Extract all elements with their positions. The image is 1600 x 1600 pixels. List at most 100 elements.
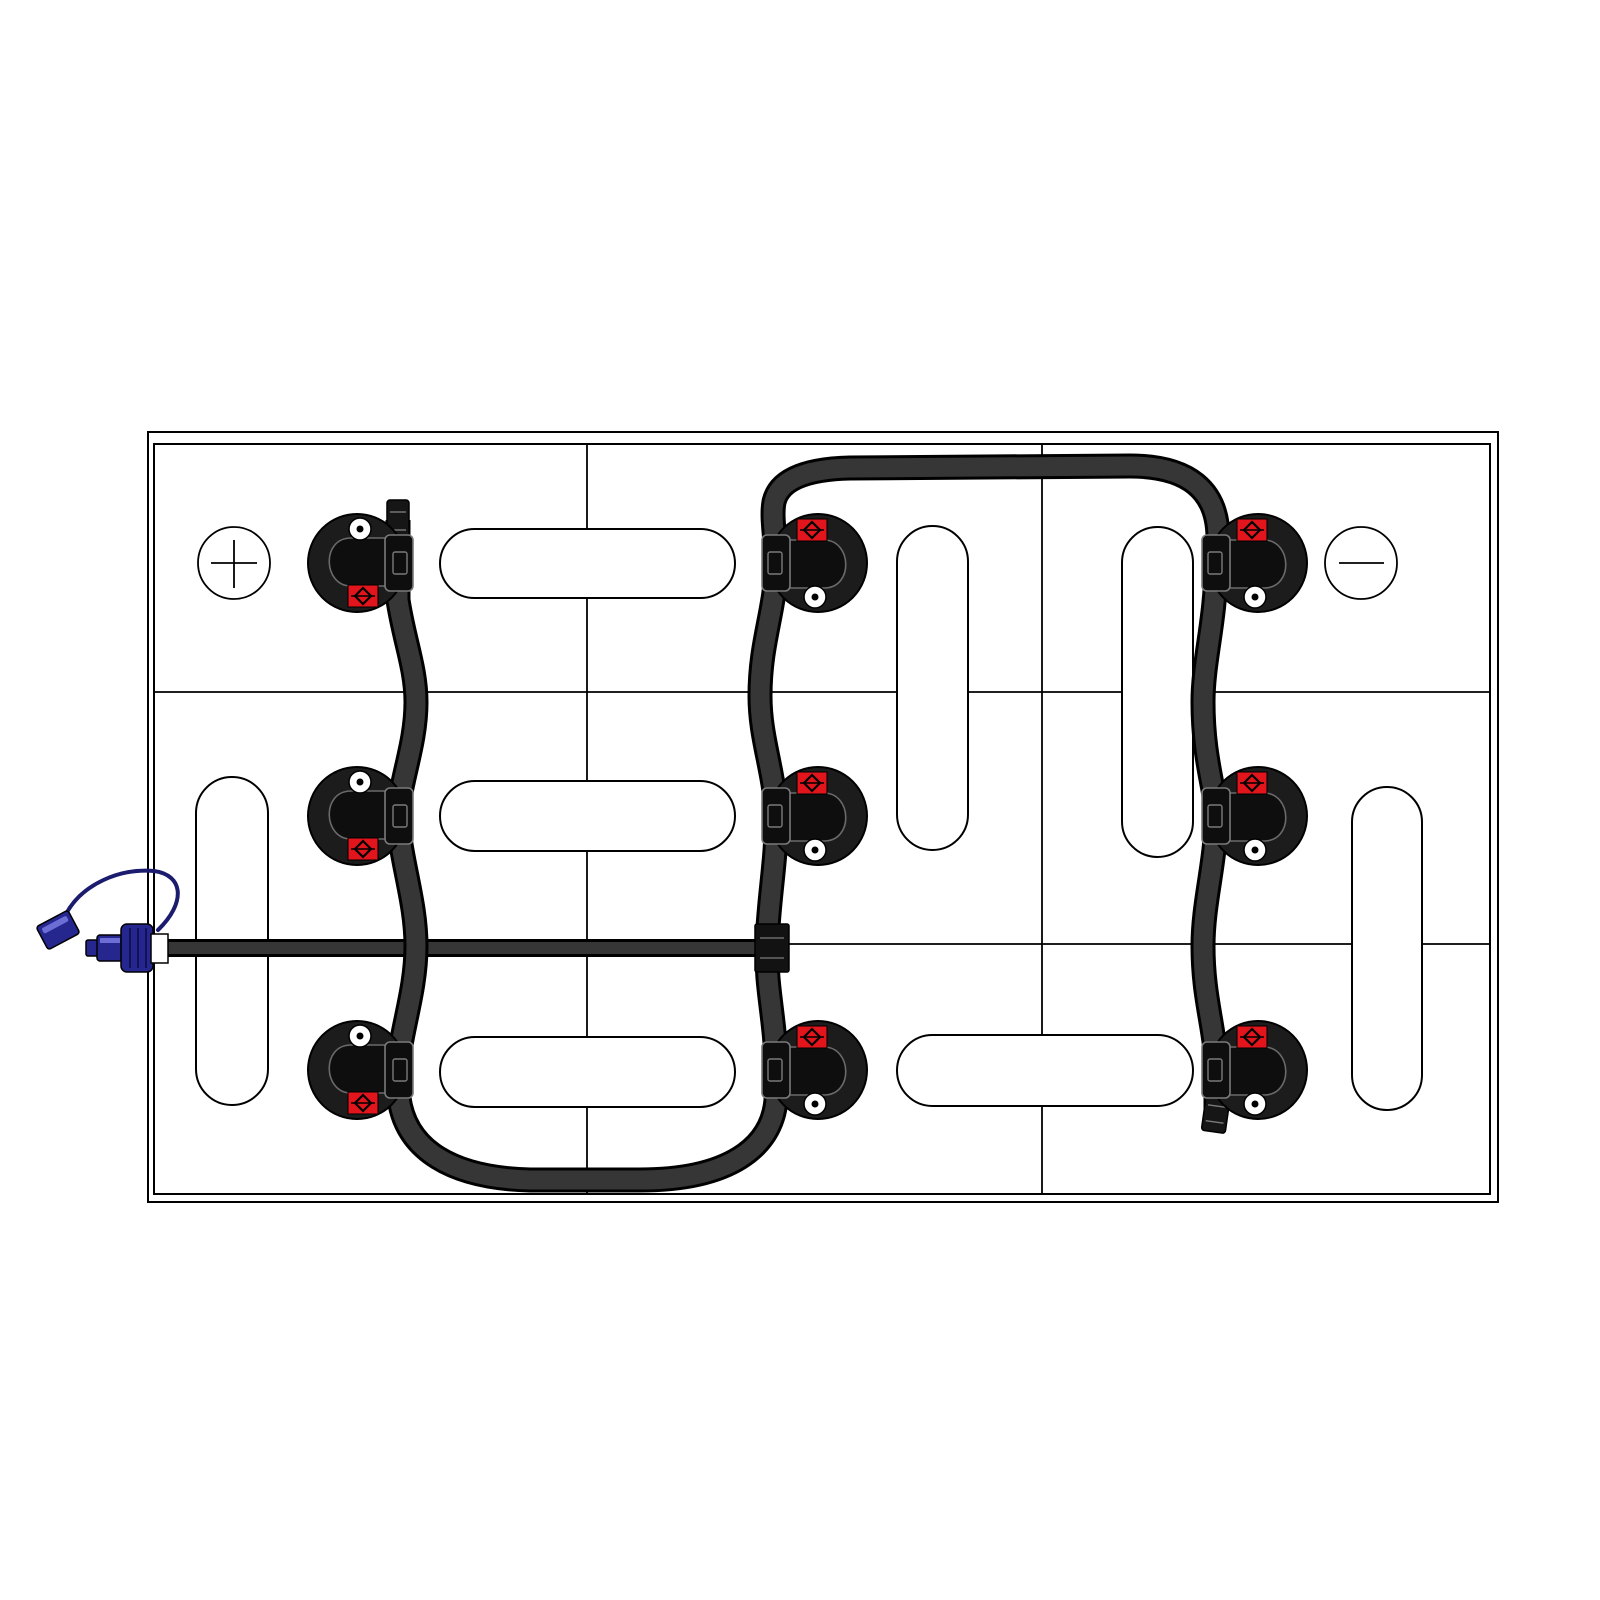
valve-body [328,537,402,587]
valve-body [773,792,847,842]
valve-cap-icon [307,1020,414,1120]
tube-connector-clip [1207,1058,1223,1082]
valve-cap-icon [761,513,868,613]
valve-body [328,790,402,840]
tube-connector-clip [392,804,408,828]
vent-slot [896,1034,1194,1107]
flow-arrow-icon [1236,771,1268,795]
tube-connector [1201,534,1231,592]
tube-connector [384,534,414,592]
float-indicator-icon [803,838,827,862]
valve-body [1213,539,1287,589]
vent-slots [195,525,1423,1111]
float-indicator-core [811,593,819,601]
float-indicator-core [1251,593,1259,601]
float-indicator-icon [1243,585,1267,609]
valve-cap-icon [761,766,868,866]
dust-cap-cord [64,868,180,932]
vent-slot [1351,786,1423,1111]
float-indicator-icon [1243,1092,1267,1116]
float-indicator-icon [348,1024,372,1048]
end-plug-ridge [1207,1104,1226,1109]
flow-arrow-diamond [1242,1027,1262,1047]
coupler-collar [150,933,169,964]
float-indicator-core [811,846,819,854]
vent-slot [439,1036,736,1108]
float-indicator-core [356,525,364,533]
flow-arrow-diamond [353,839,373,859]
valve-body [773,539,847,589]
quick-coupler-icon [36,868,180,973]
valve-caps [307,513,1308,1120]
tube-connector [761,1041,791,1099]
vent-slot [1121,526,1194,858]
dust-cap-body [36,910,80,950]
float-indicator-icon [348,770,372,794]
tube-connector [1201,787,1231,845]
tube-connector-clip [767,804,783,828]
dust-cap-highlight [42,916,69,934]
case-outer-border [147,431,1499,1203]
dust-cap-icon [36,910,80,950]
tube-connector-clip [767,551,783,575]
flow-arrow-icon [347,837,379,861]
valve-cap-icon [1201,1020,1308,1120]
flow-arrow-diamond [353,1093,373,1113]
float-indicator-core [811,1100,819,1108]
plus-icon [211,540,257,588]
tube-connector-clip [1207,551,1223,575]
flow-arrow-diamond [802,773,822,793]
valve-body [1213,792,1287,842]
float-indicator-core [356,1032,364,1040]
negative-terminal [1324,526,1398,600]
tee-junction [754,923,790,973]
coupler-body [120,923,154,973]
tube-connector-clip [1207,804,1223,828]
valve-body [1213,1046,1287,1096]
vent-slot [896,525,969,851]
flow-arrow-icon [347,1091,379,1115]
coupler-nozzle-highlight [100,938,120,943]
tube-connector [384,1041,414,1099]
vent-slot [439,528,736,599]
float-indicator-icon [803,1092,827,1116]
valve-cap-icon [307,513,414,613]
valve-cap-icon [307,766,414,866]
float-indicator-icon [348,517,372,541]
valve-cap-icon [1201,513,1308,613]
float-indicator-core [356,778,364,786]
tube-connector-clip [392,1058,408,1082]
flow-arrow-diamond [802,1027,822,1047]
vent-slot [439,780,736,852]
float-indicator-icon [803,585,827,609]
valve-body [328,1044,402,1094]
tube-connector-clip [767,1058,783,1082]
valve-body [773,1046,847,1096]
flow-arrow-icon [796,518,828,542]
flow-arrow-diamond [802,520,822,540]
case-inner-border [153,443,1491,1195]
coupler-tip [85,939,99,957]
flow-arrow-icon [796,771,828,795]
end-plug-ridge [1205,1119,1224,1124]
flow-arrow-diamond [1242,520,1262,540]
flow-arrow-icon [796,1025,828,1049]
tube-connector [761,534,791,592]
positive-terminal [197,526,271,600]
flow-arrow-icon [347,584,379,608]
flow-arrow-diamond [353,586,373,606]
tube-connector [1201,1041,1231,1099]
tee-body [754,923,790,973]
flow-arrow-icon [1236,518,1268,542]
float-indicator-core [1251,846,1259,854]
tube-connector [384,787,414,845]
tube-connector-clip [392,551,408,575]
valve-cap-icon [761,1020,868,1120]
flow-arrow-icon [1236,1025,1268,1049]
float-indicator-core [1251,1100,1259,1108]
flow-arrow-diamond [1242,773,1262,793]
tube-connector [761,787,791,845]
valve-cap-icon [1201,766,1308,866]
float-indicator-icon [1243,838,1267,862]
